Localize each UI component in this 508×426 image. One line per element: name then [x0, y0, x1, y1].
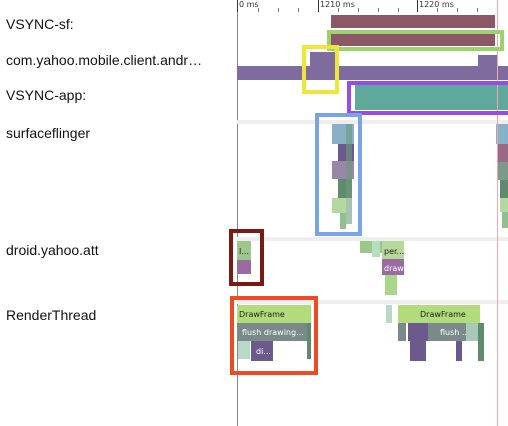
flush-slice[interactable]	[237, 323, 307, 341]
render-slice[interactable]	[386, 305, 392, 323]
vsync-sf-slice[interactable]	[331, 34, 495, 46]
drawframe-slice[interactable]	[237, 305, 311, 323]
render-slice[interactable]	[410, 341, 426, 361]
ruler-tick	[237, 0, 238, 12]
highlight-box-orange	[230, 296, 318, 375]
flush-label: flush ...	[440, 328, 468, 337]
label-column-divider[interactable]	[237, 0, 238, 426]
highlight-box-purple	[347, 81, 508, 115]
render-slice[interactable]	[466, 323, 480, 341]
droid-perf-label: per...	[384, 247, 405, 256]
drawframe-label: DrawFrame	[420, 310, 466, 319]
flush-label: flush drawing...	[242, 328, 304, 337]
ruler-label-1220: 1220 ms	[419, 0, 454, 9]
ruler-tick	[318, 0, 319, 12]
track-label-droid-att: droid.yahoo.att	[6, 242, 99, 258]
track-separator	[237, 120, 508, 124]
track-label-vsync-app: VSYNC-app:	[6, 87, 87, 103]
time-marker-line[interactable]	[497, 0, 498, 426]
di-label: di...	[256, 347, 271, 356]
render-slice[interactable]	[398, 323, 406, 341]
main-thread-slice[interactable]	[478, 55, 498, 67]
ruler-label-0: 0 ms	[239, 0, 259, 9]
render-slice[interactable]	[307, 323, 311, 359]
track-label-yahoo-main: com.yahoo.mobile.client.andr…	[6, 52, 203, 68]
highlight-box-darkred	[229, 229, 264, 286]
track-label-surfaceflinger: surfaceflinger	[6, 125, 91, 141]
ruler-tick	[417, 0, 418, 12]
render-slice[interactable]	[238, 341, 250, 359]
highlight-box-yellow	[302, 45, 339, 94]
drawframe-slice[interactable]	[398, 305, 480, 323]
droid-att-slice[interactable]	[372, 241, 380, 257]
track-separator	[237, 300, 508, 304]
ruler-label-1210: 1210 ms	[320, 0, 355, 9]
main-thread-slice[interactable]	[237, 66, 508, 80]
highlight-box-green	[327, 30, 504, 51]
vsync-sf-slice[interactable]	[331, 15, 495, 28]
droid-draw-label: draw	[384, 264, 404, 273]
track-label-renderthread: RenderThread	[6, 307, 97, 323]
render-slice[interactable]	[478, 323, 484, 361]
droid-perf-slice[interactable]	[382, 241, 404, 259]
drawframe-label: DrawFrame	[239, 310, 285, 319]
droid-att-slice[interactable]	[385, 275, 397, 295]
track-separator	[237, 237, 508, 241]
track-label-vsync-sf: VSYNC-sf:	[6, 16, 74, 32]
droid-att-slice-label: I...	[239, 247, 249, 256]
di-slice[interactable]	[251, 341, 273, 361]
main-thread-slice[interactable]	[310, 52, 336, 68]
flush-slice[interactable]	[428, 323, 466, 341]
droid-att-slice[interactable]	[237, 241, 251, 260]
droid-att-slice[interactable]	[237, 260, 251, 274]
highlight-box-blue	[315, 113, 362, 236]
render-slice[interactable]	[456, 341, 462, 361]
vsync-app-slice[interactable]	[355, 84, 508, 110]
droid-draw-slice[interactable]	[382, 259, 404, 275]
render-slice[interactable]	[408, 323, 428, 341]
